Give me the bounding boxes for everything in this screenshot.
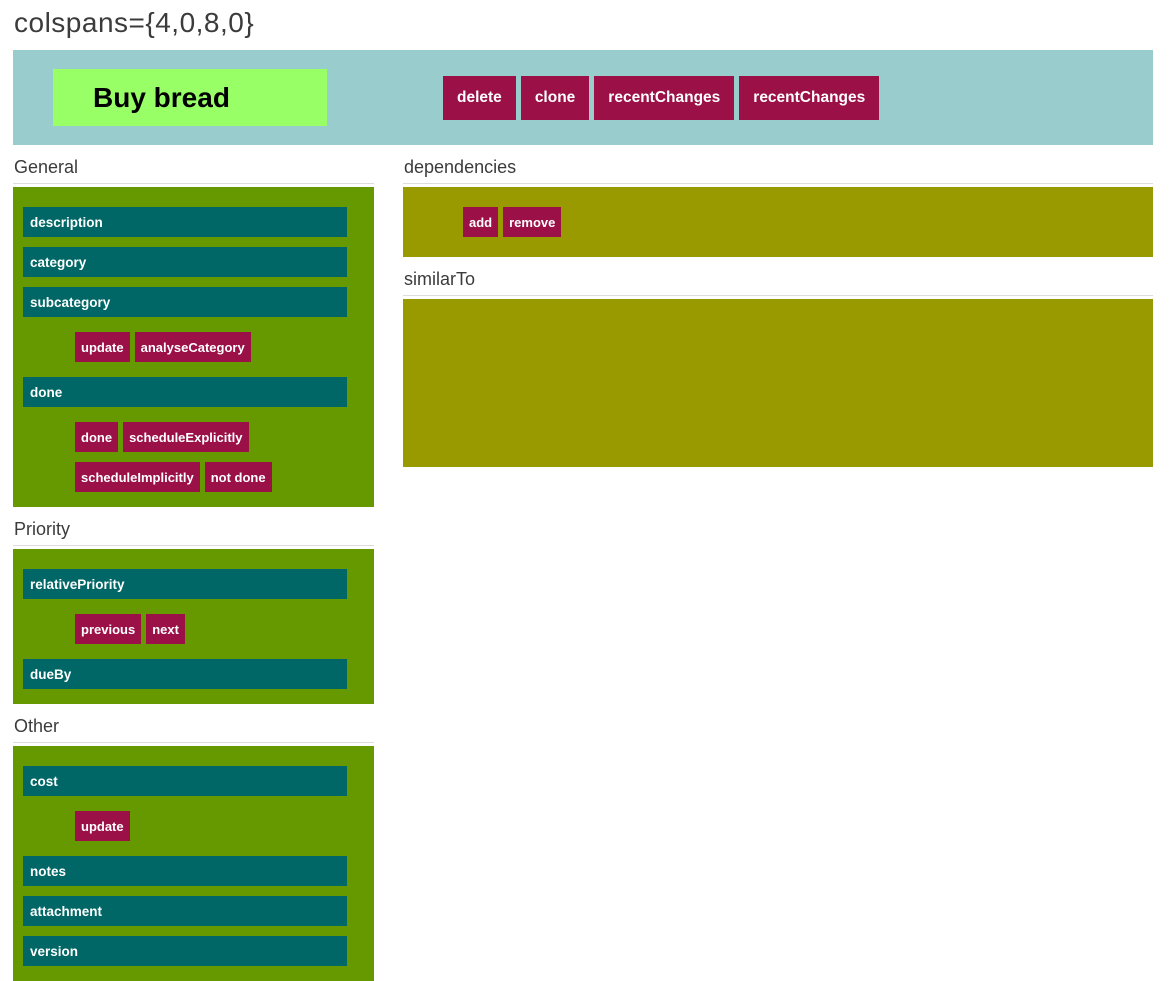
field-attachment[interactable]: attachment <box>23 896 347 926</box>
page-title: colspans={4,0,8,0} <box>14 7 255 38</box>
section-title-dependencies: dependencies <box>403 157 1153 184</box>
update-button[interactable]: update <box>75 332 130 362</box>
not-done-button[interactable]: not done <box>204 462 272 492</box>
section-title-similar-to: similarTo <box>403 269 1153 296</box>
field-relative-priority[interactable]: relativePriority <box>23 569 347 599</box>
priority-panel: relativePriority previous next dueBy <box>13 549 374 704</box>
header-buttons: delete clone recentChanges recentChanges <box>443 75 880 120</box>
field-description[interactable]: description <box>23 207 347 237</box>
remove-button[interactable]: remove <box>503 207 562 237</box>
add-button[interactable]: add <box>463 207 499 237</box>
category-button-row: update analyseCategory <box>75 332 374 362</box>
field-subcategory[interactable]: subcategory <box>23 287 347 317</box>
general-panel: description category subcategory update … <box>13 187 374 507</box>
next-button[interactable]: next <box>146 614 185 644</box>
schedule-explicitly-button[interactable]: scheduleExplicitly <box>123 422 249 452</box>
field-notes[interactable]: notes <box>23 856 347 886</box>
section-title-other: Other <box>13 716 374 743</box>
right-column: dependencies add remove similarTo <box>403 145 1153 467</box>
cost-button-row: update <box>75 811 374 841</box>
schedule-implicitly-button[interactable]: scheduleImplicitly <box>75 462 200 492</box>
left-column: General description category subcategory… <box>13 145 374 981</box>
field-category[interactable]: category <box>23 247 347 277</box>
field-due-by[interactable]: dueBy <box>23 659 347 689</box>
recent-changes-button-1[interactable]: recentChanges <box>594 75 735 120</box>
cost-update-button[interactable]: update <box>75 811 130 841</box>
field-done[interactable]: done <box>23 377 347 407</box>
done-button[interactable]: done <box>75 422 119 452</box>
done-button-row-1: done scheduleExplicitly <box>75 422 374 452</box>
similar-to-panel <box>403 299 1153 467</box>
other-panel: cost update notes attachment version <box>13 746 374 981</box>
done-button-row-2: scheduleImplicitly not done <box>75 462 374 492</box>
recent-changes-button-2[interactable]: recentChanges <box>739 75 880 120</box>
item-title: Buy bread <box>53 69 327 126</box>
previous-button[interactable]: previous <box>75 614 142 644</box>
field-cost[interactable]: cost <box>23 766 347 796</box>
dependencies-panel: add remove <box>403 187 1153 257</box>
section-title-general: General <box>13 157 374 184</box>
priority-button-row: previous next <box>75 614 374 644</box>
delete-button[interactable]: delete <box>443 75 516 120</box>
section-title-priority: Priority <box>13 519 374 546</box>
analyse-category-button[interactable]: analyseCategory <box>134 332 251 362</box>
header-band: Buy bread delete clone recentChanges rec… <box>13 50 1153 145</box>
clone-button[interactable]: clone <box>520 75 590 120</box>
field-version[interactable]: version <box>23 936 347 966</box>
content-columns: General description category subcategory… <box>13 145 1153 981</box>
